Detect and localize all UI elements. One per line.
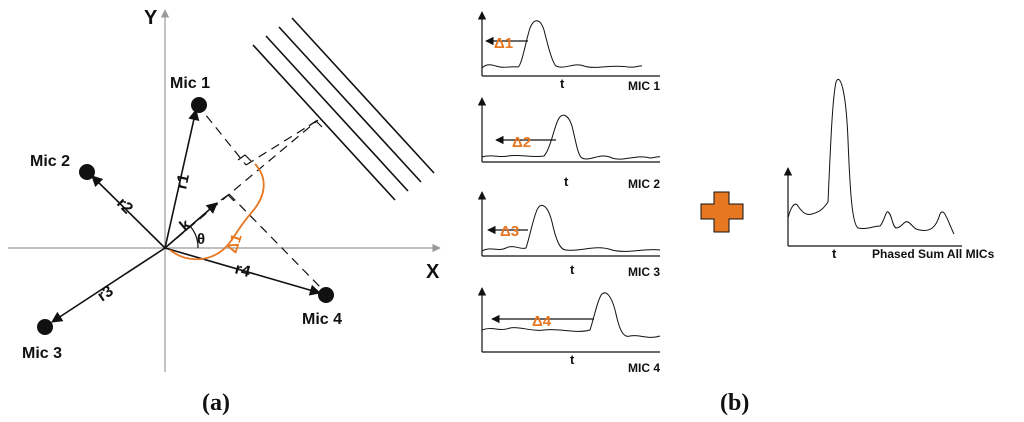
caption-b: (b): [720, 390, 749, 416]
right-angle-markers: [220, 120, 323, 202]
caption-a: (a): [202, 390, 230, 416]
mic1-label: Mic 1: [170, 75, 210, 92]
mic3-label: Mic 3: [22, 345, 62, 362]
y-axis-label: Y: [144, 7, 158, 29]
signal-trace-mic2: [481, 114, 661, 160]
signal-trace-mic4: [481, 292, 661, 338]
phased-sum-label: Phased Sum All MICs: [872, 247, 995, 261]
r3-label: r3: [95, 283, 117, 306]
delta1-label: Δ1: [494, 35, 513, 52]
delta3-label: Δ3: [500, 223, 519, 240]
mic3-dot: [37, 319, 53, 335]
signal-trace-mic1: [481, 20, 643, 69]
theta-label: θ: [197, 231, 205, 248]
x-axis-label: X: [426, 261, 440, 283]
vector-r4: [164, 247, 322, 296]
position-vectors: [51, 108, 322, 323]
signal-plot-mic1: Δ1 t MIC 1: [477, 11, 660, 93]
theta-arc: [189, 225, 199, 249]
delta2-label: Δ2: [512, 134, 531, 151]
panel-a: Y X: [8, 7, 441, 416]
plus-icon: [700, 191, 744, 233]
vector-r3: [51, 247, 166, 323]
r1-label: r1: [173, 172, 193, 190]
mic3-plot-label: MIC 3: [628, 265, 660, 279]
signal-plot-mic4: Δ4 t MIC 4: [477, 287, 661, 375]
delay-curve-a: [169, 163, 265, 261]
wave-vector-k: [164, 202, 218, 249]
t-label-sum: t: [832, 246, 837, 261]
r4-label: r4: [233, 261, 252, 282]
mic1-plot-label: MIC 1: [628, 79, 660, 93]
mic2-label: Mic 2: [30, 153, 70, 170]
t-label-1: t: [560, 76, 565, 91]
mic4-label: Mic 4: [302, 311, 342, 328]
phased-sum-plot: t Phased Sum All MICs: [783, 79, 995, 261]
mic2-plot-label: MIC 2: [628, 177, 660, 191]
t-label-4: t: [570, 352, 575, 367]
t-label-2: t: [564, 174, 569, 189]
mic4-dot: [318, 287, 334, 303]
vector-r2: [91, 175, 166, 249]
vector-r1: [164, 108, 200, 249]
panel-b: Δ1 t MIC 1 Δ2 t MIC 2 Δ3 t MIC 3: [477, 11, 995, 416]
mic1-dot: [191, 97, 207, 113]
delta1-label-a: Δ1: [224, 232, 246, 255]
signal-trace-mic3: [481, 204, 661, 252]
mic2-dot: [79, 164, 95, 180]
mic4-plot-label: MIC 4: [628, 361, 660, 375]
signal-plot-mic2: Δ2 t MIC 2: [477, 97, 661, 191]
signal-plot-mic3: Δ3 t MIC 3: [477, 191, 661, 279]
t-label-3: t: [570, 262, 575, 277]
delta4-label: Δ4: [532, 313, 552, 330]
r2-label: r2: [113, 195, 136, 218]
phased-sum-trace: [787, 79, 955, 235]
wavefront-lines: [252, 17, 435, 201]
